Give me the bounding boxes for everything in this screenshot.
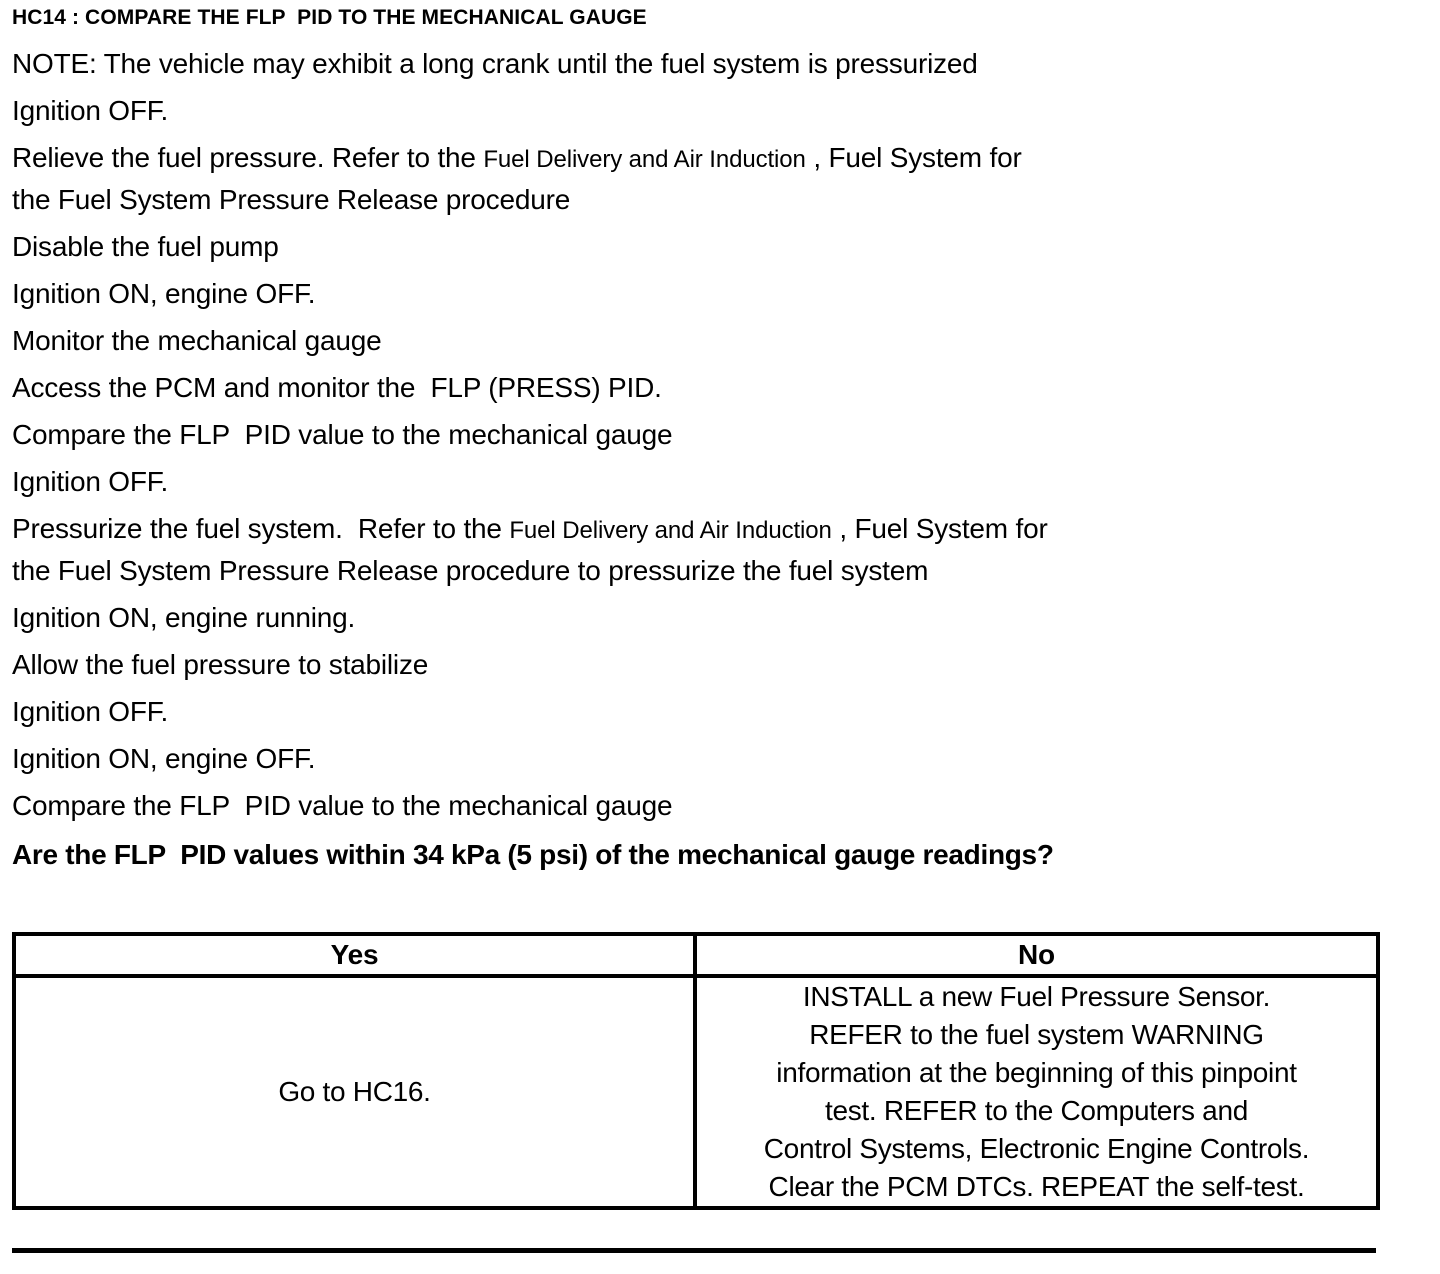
decision-question: Are the FLP PID values within 34 kPa (5 … — [12, 839, 1054, 870]
step-item: Ignition OFF. — [12, 696, 169, 727]
cross-reference-link[interactable]: Fuel Delivery and Air Induction — [509, 517, 832, 544]
column-header-yes: Yes — [12, 932, 697, 978]
table-row: Go to HC16. INSTALL a new Fuel Pressure … — [12, 974, 1380, 1210]
step-item: Monitor the mechanical gauge — [12, 325, 382, 356]
step-item: Compare the FLP PID value to the mechani… — [12, 790, 673, 821]
step-item: Ignition ON, engine running. — [12, 602, 356, 633]
step-item: Ignition OFF. — [12, 466, 169, 497]
step-item: NOTE: The vehicle may exhibit a long cra… — [12, 48, 978, 79]
step-item: Ignition ON, engine OFF. — [12, 743, 316, 774]
step-item: Ignition ON, engine OFF. — [12, 278, 316, 309]
step-item: Allow the fuel pressure to stabilize — [12, 649, 429, 680]
step-item: Compare the FLP PID value to the mechani… — [12, 419, 673, 450]
table-header-row: Yes No — [12, 932, 1380, 978]
cell-no-action: INSTALL a new Fuel Pressure Sensor. REFE… — [693, 974, 1380, 1210]
step-text-pre: Relieve the fuel pressure. Refer to the — [12, 142, 484, 173]
step-item-with-crossref: Relieve the fuel pressure. Refer to the … — [12, 138, 1412, 227]
step-item-with-crossref: Pressurize the fuel system. Refer to the… — [12, 509, 1412, 598]
step-text-pre: Pressurize the fuel system. Refer to the — [12, 513, 510, 544]
step-item: Disable the fuel pump — [12, 231, 279, 262]
column-header-no: No — [693, 932, 1380, 978]
step-text-post: , Fuel System for the Fuel System Pressu… — [12, 142, 1022, 215]
page-title: HC14 : COMPARE THE FLP PID TO THE MECHAN… — [12, 6, 647, 29]
step-item: Ignition OFF. — [12, 95, 169, 126]
cell-yes-action: Go to HC16. — [12, 974, 697, 1210]
footer-rule — [12, 1248, 1376, 1253]
step-item: Access the PCM and monitor the FLP (PRES… — [12, 372, 662, 403]
step-text-post: , Fuel System for the Fuel System Pressu… — [12, 513, 1048, 586]
result-table: Yes No Go to HC16. INSTALL a new Fuel Pr… — [12, 932, 1380, 1210]
cross-reference-link[interactable]: Fuel Delivery and Air Induction — [483, 146, 806, 173]
step-list: NOTE: The vehicle may exhibit a long cra… — [12, 44, 1412, 833]
